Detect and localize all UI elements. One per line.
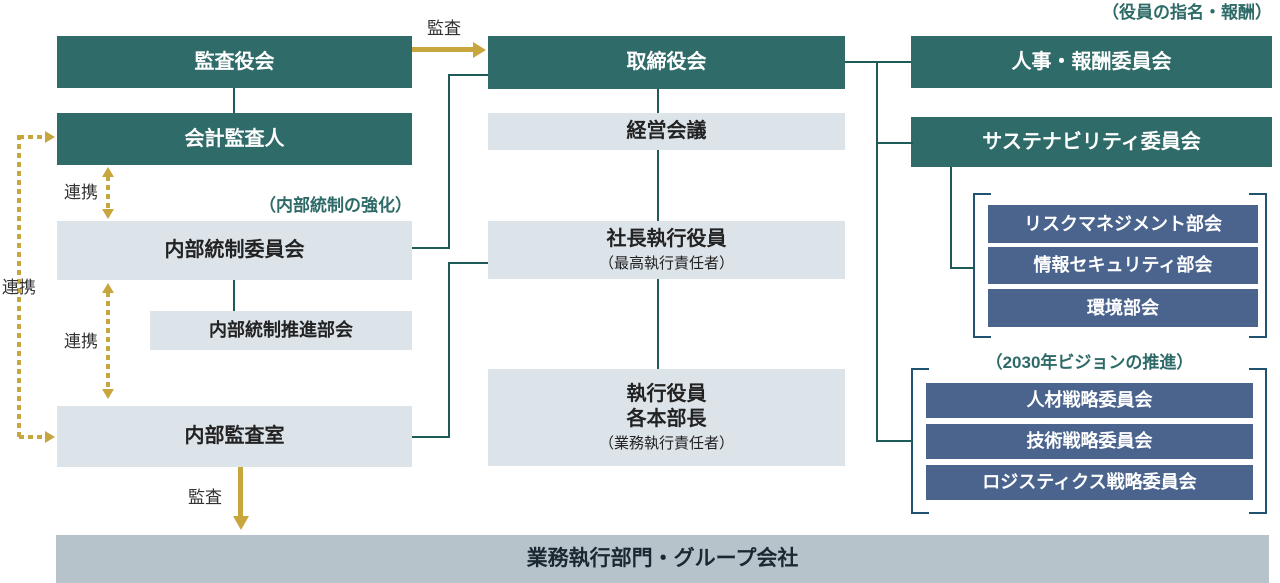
renkei-label-lower: 連携	[64, 332, 98, 351]
node-label: 人事・報酬委員会	[1011, 50, 1172, 73]
node-logistics-strategy-committee: ロジスティクス戦略委員会	[926, 465, 1253, 500]
node-environment-subcommittee: 環境部会	[988, 289, 1258, 327]
renkei-left-top-arrowhead-icon	[45, 131, 55, 143]
node-business-execution: 業務執行部門・グループ会社	[56, 535, 1269, 583]
audit-arrow-top-head-icon	[473, 42, 486, 58]
node-label: リスクマネジメント部会	[1024, 213, 1222, 234]
node-info-security-subcommittee: 情報セキュリティ部会	[988, 247, 1258, 284]
connector-president-execofficers	[657, 279, 659, 369]
node-management-meeting: 経営会議	[488, 113, 845, 150]
node-label: 人材戦略委員会	[1026, 390, 1153, 411]
node-sublabel: （業務執行責任者）	[598, 434, 734, 452]
node-label: 社長執行役員	[606, 227, 727, 250]
node-board-of-directors: 取締役会	[488, 36, 845, 89]
renkei-left-top-dashed-line	[19, 135, 45, 139]
node-audit-board: 監査役会	[57, 36, 412, 88]
renkei-upper-arrowhead-down-icon	[102, 209, 114, 219]
connector-auditboard-accountingauditor	[233, 88, 235, 113]
renkei-left-bottom-arrowhead-icon	[45, 431, 55, 443]
renkei-upper-arrowhead-up-icon	[102, 167, 114, 177]
bracket-subcommittees-right	[1249, 193, 1267, 338]
node-tech-strategy-committee: 技術戦略委員会	[926, 424, 1253, 459]
node-label: 取締役会	[626, 51, 707, 73]
renkei-upper-dashed-line	[106, 176, 110, 210]
connector-iao-in	[412, 436, 450, 438]
audit-label-bottom: 監査	[188, 488, 222, 507]
renkei-lower-arrowhead-down-icon	[102, 389, 114, 399]
node-label: 内部監査室	[184, 425, 285, 447]
node-president-executive-officer: 社長執行役員 （最高執行責任者）	[488, 221, 845, 279]
node-label: 技術戦略委員会	[1026, 431, 1153, 452]
connector-president-out	[448, 262, 488, 264]
node-label: サステナビリティ委員会	[982, 130, 1201, 153]
node-label: 執行役員	[626, 382, 707, 405]
node-risk-management-subcommittee: リスクマネジメント部会	[988, 205, 1258, 243]
node-sustainability-committee: サステナビリティ委員会	[911, 117, 1272, 167]
node-label: 内部統制委員会	[164, 239, 305, 261]
connector-sustainability-subcommittees	[950, 267, 975, 269]
audit-arrow-bottom-line	[238, 467, 243, 518]
connector-icc-out	[412, 247, 450, 249]
renkei-lower-arrowhead-up-icon	[102, 283, 114, 293]
connector-president-iao-vertical	[448, 262, 450, 438]
bracket-subcommittees-left	[973, 193, 991, 338]
node-executive-officers: 執行役員 各本部長 （業務執行責任者）	[488, 369, 845, 466]
renkei-left-vertical-dashed-line	[17, 135, 21, 438]
connector-bod-hrcommittee	[845, 61, 911, 63]
annotation-internal-control: （内部統制の強化）	[259, 196, 412, 215]
connector-bod-in	[448, 74, 488, 76]
node-label: 情報セキュリティ部会	[1033, 255, 1213, 276]
node-label: ロジスティクス戦略委員会	[982, 472, 1197, 493]
bracket-vision2030-right	[1249, 368, 1267, 514]
node-internal-audit-office: 内部監査室	[57, 406, 412, 467]
connector-bod-management	[657, 89, 659, 113]
annotation-vision-2030: （2030年ビジョンの推進）	[985, 353, 1194, 372]
node-label: 環境部会	[1087, 297, 1159, 318]
node-internal-control-promotion-subcommittee: 内部統制推進部会	[150, 311, 412, 350]
node-sublabel: （最高執行責任者）	[598, 254, 734, 272]
connector-trunk-vision2030	[876, 440, 913, 442]
node-hr-strategy-committee: 人材戦略委員会	[926, 383, 1253, 418]
renkei-label-left: 連携	[2, 278, 36, 297]
connector-icc-bod-vertical	[448, 74, 450, 249]
connector-management-president	[657, 150, 659, 221]
node-label: 各本部長	[626, 407, 707, 430]
node-label: 経営会議	[626, 120, 707, 142]
renkei-label-upper: 連携	[64, 183, 98, 202]
audit-arrow-bottom-head-icon	[233, 516, 249, 530]
audit-label-top: 監査	[427, 19, 461, 38]
node-label: 内部統制推進部会	[209, 320, 353, 341]
node-label: 業務執行部門・グループ会社	[526, 546, 799, 570]
audit-arrow-top-line	[412, 47, 475, 52]
connector-icc-promotion	[233, 280, 235, 311]
renkei-left-bottom-dashed-line	[19, 435, 45, 439]
node-label: 会計監査人	[184, 127, 285, 150]
node-accounting-auditor: 会計監査人	[57, 113, 412, 165]
node-label: 監査役会	[194, 50, 275, 73]
bracket-vision2030-left	[911, 368, 929, 514]
connector-sustainability-drop	[950, 167, 952, 269]
connector-trunk-sustainability	[876, 142, 913, 144]
node-internal-control-committee: 内部統制委員会	[57, 221, 412, 280]
annotation-officer-nomination: （役員の指名・報酬）	[1102, 3, 1272, 22]
node-hr-compensation-committee: 人事・報酬委員会	[911, 36, 1272, 88]
renkei-lower-dashed-line	[106, 292, 110, 390]
connector-right-trunk	[876, 61, 878, 442]
